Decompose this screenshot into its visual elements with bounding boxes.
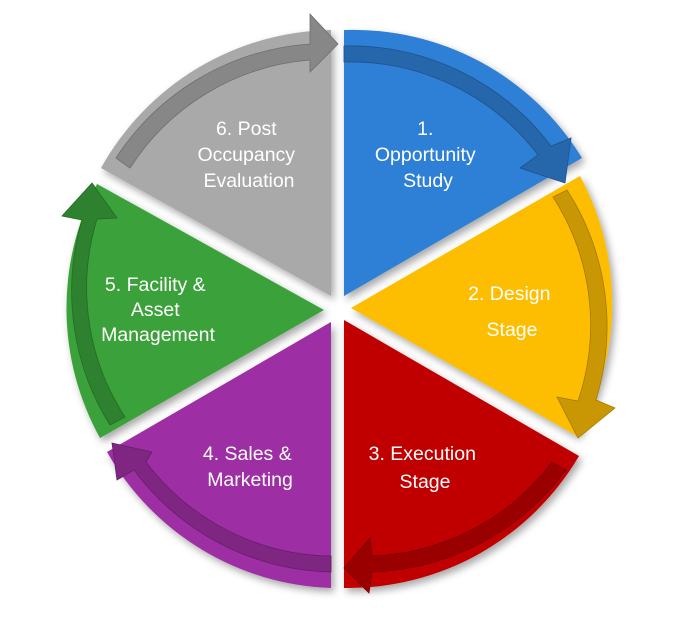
segment-execution-stage: 3. Execution Stage: [343, 320, 579, 594]
arrow-facility-asset-management: [61, 182, 126, 426]
label-sales-marketing: 4. Sales & Marketing: [203, 443, 297, 491]
segment-design-stage: 2. Design Stage: [351, 176, 616, 439]
arrow-design-stage: [552, 189, 616, 439]
segment-opportunity-study: 1. Opportunity Study: [343, 29, 582, 297]
label-opportunity-study: 1. Opportunity Study: [375, 118, 481, 192]
label-execution-stage: 3. Execution Stage: [369, 443, 482, 493]
wedge-execution-stage: [344, 320, 579, 589]
arrow-sales-marketing: [111, 442, 332, 573]
wedge-post-occupancy-evaluation: [101, 30, 331, 296]
label-design-stage: 2. Design Stage: [468, 283, 556, 341]
wedge-sales-marketing: [107, 322, 331, 588]
wedge-facility-asset-management: [66, 184, 324, 438]
arrow-post-occupancy-evaluation: [115, 12, 339, 169]
arrow-opportunity-study: [343, 45, 572, 184]
arrow-execution-stage: [343, 461, 567, 594]
label-facility-asset-management: 5. Facility & Asset Management: [101, 274, 215, 346]
wedge-design-stage: [351, 176, 613, 436]
segment-facility-asset-management: 5. Facility & Asset Management: [61, 182, 324, 438]
segment-sales-marketing: 4. Sales & Marketing: [107, 322, 332, 588]
wedge-opportunity-study: [344, 29, 582, 297]
label-post-occupancy-evaluation: 6. Post Occupancy Evaluation: [198, 118, 301, 192]
segment-post-occupancy-evaluation: 6. Post Occupancy Evaluation: [101, 12, 339, 296]
